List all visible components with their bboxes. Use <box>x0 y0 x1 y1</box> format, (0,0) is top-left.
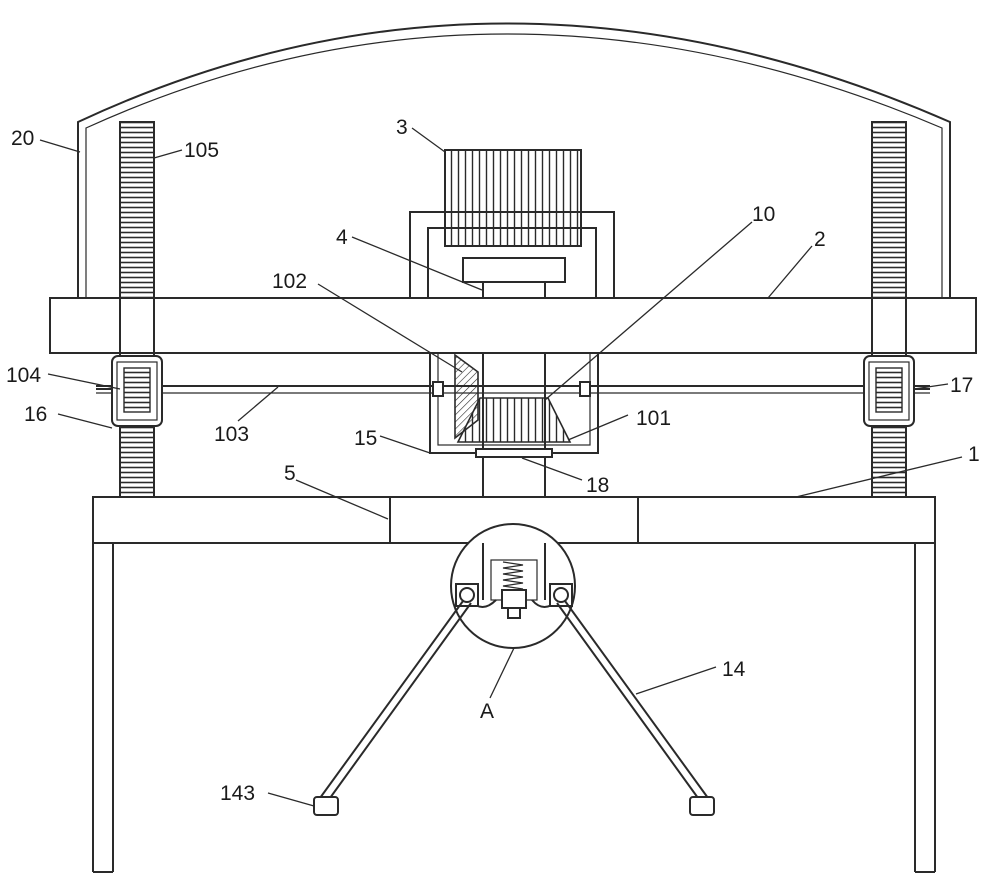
left-foot <box>313 796 339 816</box>
detail-a <box>450 523 576 649</box>
label-16: 16 <box>24 403 47 426</box>
label-20: 20 <box>11 127 34 150</box>
label-4: 4 <box>336 226 348 249</box>
label-105: 105 <box>184 139 219 162</box>
label-3: 3 <box>396 116 408 139</box>
label-18: 18 <box>586 474 609 497</box>
label-104: 104 <box>6 364 41 387</box>
label-143: 143 <box>220 782 255 805</box>
label-102: 102 <box>272 270 307 293</box>
label-10: 10 <box>752 203 775 226</box>
label-17: 17 <box>950 374 973 397</box>
right-foot <box>689 796 715 816</box>
label-15: 15 <box>354 427 377 450</box>
right-gear-box <box>863 355 930 427</box>
motor <box>444 149 582 247</box>
label-14: 14 <box>722 658 746 681</box>
label-101: 101 <box>636 407 671 430</box>
support-legs <box>319 600 709 799</box>
left-gear-box <box>96 355 163 427</box>
arched-cover <box>77 22 951 298</box>
part-labels: 20 105 3 10 4 2 102 104 17 16 103 101 15… <box>6 116 980 805</box>
label-5: 5 <box>284 462 296 485</box>
leader-lines <box>39 127 963 807</box>
label-2: 2 <box>814 228 826 251</box>
horizontal-shaft <box>96 381 930 397</box>
bevel-gear-large <box>456 397 572 443</box>
bearing-plate <box>475 448 553 458</box>
label-103: 103 <box>214 423 249 446</box>
base-plate <box>389 497 639 543</box>
lifting-beam <box>49 297 977 354</box>
label-1: 1 <box>968 443 980 466</box>
motor-bracket <box>409 211 615 299</box>
label-a: A <box>480 700 494 723</box>
